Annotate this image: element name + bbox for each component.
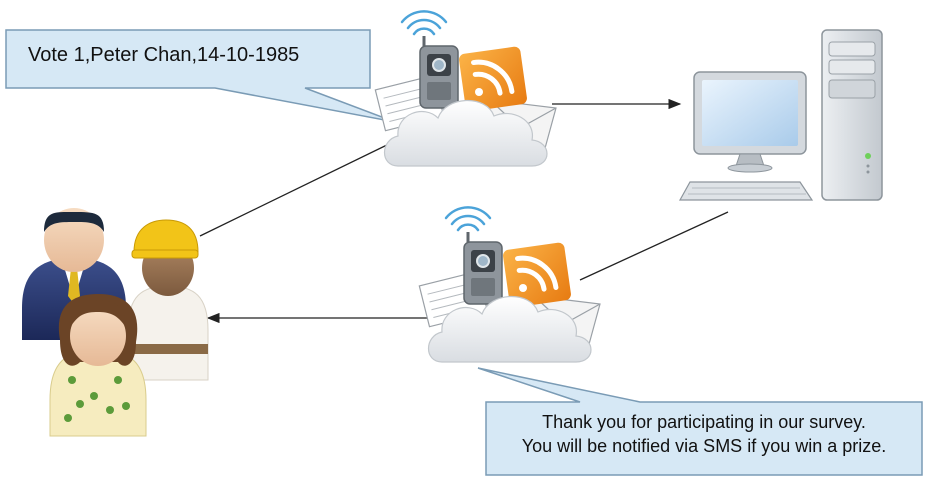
sms-cloud-icon-reply bbox=[419, 207, 600, 362]
reply-callout-text: Thank you for participating in our surve… bbox=[486, 410, 922, 458]
reply-callout-line-1: Thank you for participating in our surve… bbox=[486, 410, 922, 434]
users-to-cloud-line bbox=[200, 142, 393, 236]
request-callout-text: Vote 1,Peter Chan,14-10-1985 bbox=[28, 44, 299, 67]
reply-callout-line-2: You will be notified via SMS if you win … bbox=[486, 434, 922, 458]
desktop-computer-icon bbox=[680, 30, 882, 200]
sms-cloud-icon bbox=[375, 11, 556, 166]
computer-to-cloud-line bbox=[580, 212, 728, 280]
people-group-icon bbox=[22, 208, 208, 436]
